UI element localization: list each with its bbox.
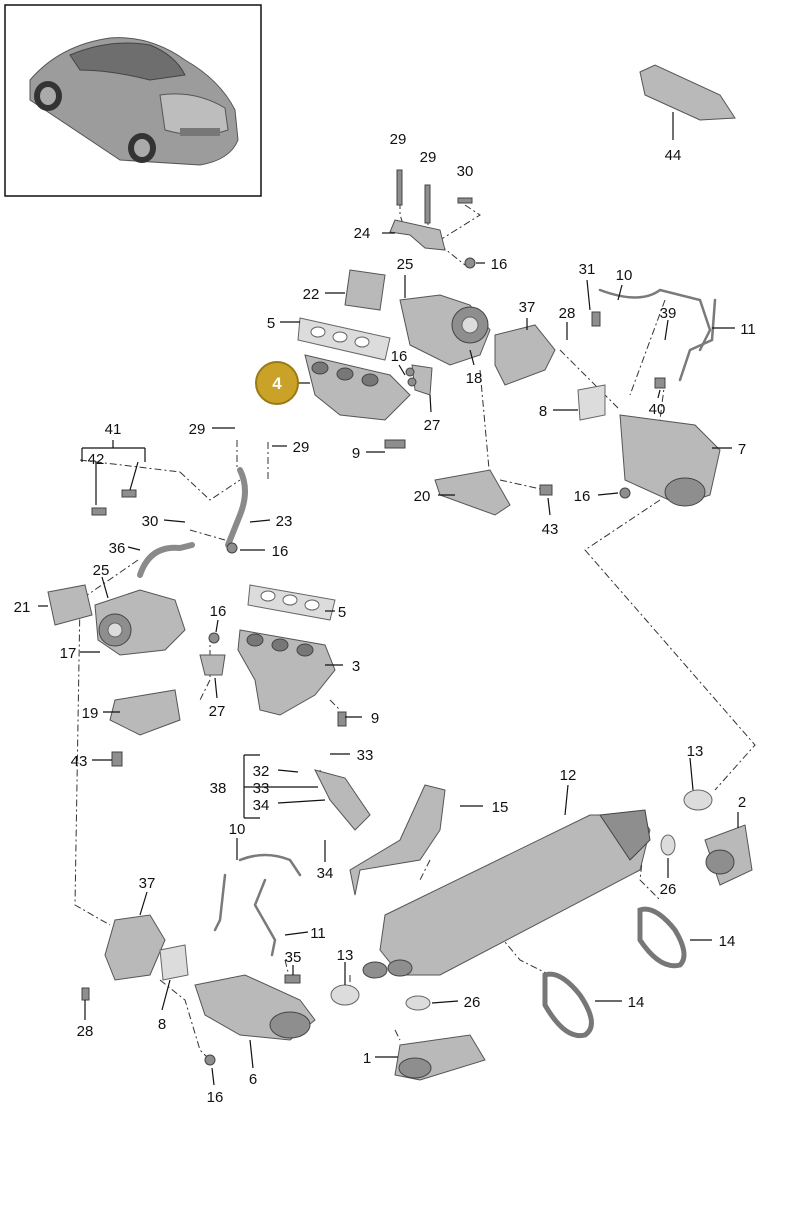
part-20 bbox=[434, 469, 511, 516]
callout-34[interactable]: 34 bbox=[317, 865, 334, 882]
connection-lines bbox=[74, 172, 756, 1061]
callout-14[interactable]: 14 bbox=[628, 994, 645, 1011]
callout-2[interactable]: 2 bbox=[738, 794, 746, 811]
callout-7[interactable]: 7 bbox=[738, 441, 746, 458]
callout-11[interactable]: 11 bbox=[740, 321, 756, 338]
callout-37[interactable]: 37 bbox=[519, 299, 536, 316]
callout-31[interactable]: 31 bbox=[579, 261, 596, 278]
callout-8[interactable]: 8 bbox=[539, 403, 547, 420]
callout-42[interactable]: 42 bbox=[88, 451, 105, 468]
part-22 bbox=[344, 269, 386, 311]
part-37-lower bbox=[104, 914, 166, 981]
callout-9[interactable]: 9 bbox=[352, 445, 360, 462]
callout-11[interactable]: 11 bbox=[310, 925, 326, 942]
callout-26[interactable]: 26 bbox=[464, 994, 481, 1011]
callout-16[interactable]: 16 bbox=[207, 1089, 224, 1106]
callout-15[interactable]: 15 bbox=[492, 799, 509, 816]
callout-30[interactable]: 30 bbox=[457, 163, 474, 180]
leader-lines bbox=[38, 112, 739, 1086]
callout-39[interactable]: 39 bbox=[660, 305, 677, 322]
callout-29[interactable]: 29 bbox=[189, 421, 206, 438]
callout-1[interactable]: 1 bbox=[363, 1050, 371, 1067]
part-15-bracket bbox=[349, 784, 446, 896]
callout-37[interactable]: 37 bbox=[139, 875, 156, 892]
callout-27[interactable]: 27 bbox=[209, 703, 226, 720]
callout-4: 4 bbox=[272, 374, 282, 393]
part-32-bracket bbox=[314, 769, 371, 831]
part-21 bbox=[47, 584, 93, 626]
callout-17[interactable]: 17 bbox=[60, 645, 77, 662]
callout-28[interactable]: 28 bbox=[77, 1023, 94, 1040]
callout-28[interactable]: 28 bbox=[559, 305, 576, 322]
callout-20[interactable]: 20 bbox=[414, 488, 431, 505]
callout-16[interactable]: 16 bbox=[210, 603, 227, 620]
callout-9[interactable]: 9 bbox=[371, 710, 379, 727]
callout-22[interactable]: 22 bbox=[303, 286, 320, 303]
callout-25[interactable]: 25 bbox=[93, 562, 110, 579]
callout-13[interactable]: 13 bbox=[687, 743, 704, 760]
callout-19[interactable]: 19 bbox=[82, 705, 99, 722]
callout-24[interactable]: 24 bbox=[354, 225, 371, 242]
callout-41[interactable]: 41 bbox=[105, 421, 122, 438]
callout-5[interactable]: 5 bbox=[267, 315, 275, 332]
callout-18[interactable]: 18 bbox=[466, 370, 483, 387]
callout-6[interactable]: 6 bbox=[249, 1071, 257, 1088]
callout-12[interactable]: 12 bbox=[560, 767, 577, 784]
callout-43[interactable]: 43 bbox=[71, 753, 88, 770]
vehicle-thumbnail bbox=[4, 4, 262, 197]
callout-32[interactable]: 32 bbox=[253, 763, 270, 780]
callout-16[interactable]: 16 bbox=[491, 256, 508, 273]
part-24 bbox=[389, 219, 446, 251]
callout-33[interactable]: 33 bbox=[253, 780, 270, 797]
callout-labels: 44 29 29 30 24 16 25 22 5 37 28 31 10 39… bbox=[14, 131, 756, 1106]
callout-33[interactable]: 33 bbox=[357, 747, 374, 764]
callout-26[interactable]: 26 bbox=[660, 881, 677, 898]
car-icon bbox=[29, 37, 239, 166]
callout-27[interactable]: 27 bbox=[424, 417, 441, 434]
callout-29[interactable]: 29 bbox=[390, 131, 407, 148]
callout-21[interactable]: 21 bbox=[14, 599, 31, 616]
callout-16[interactable]: 16 bbox=[574, 488, 591, 505]
callout-35[interactable]: 35 bbox=[285, 949, 302, 966]
part-44 bbox=[639, 64, 736, 121]
part-19 bbox=[109, 689, 181, 736]
callout-3[interactable]: 3 bbox=[352, 658, 360, 675]
callout-16[interactable]: 16 bbox=[391, 348, 408, 365]
highlight-callout-4[interactable]: 4 bbox=[255, 361, 299, 405]
callout-40[interactable]: 40 bbox=[649, 401, 666, 418]
callout-16[interactable]: 16 bbox=[272, 543, 289, 560]
callout-10[interactable]: 10 bbox=[616, 267, 633, 284]
callout-38[interactable]: 38 bbox=[210, 780, 227, 797]
callout-5[interactable]: 5 bbox=[338, 604, 346, 621]
callout-30[interactable]: 30 bbox=[142, 513, 159, 530]
parts bbox=[47, 64, 753, 1081]
callout-36[interactable]: 36 bbox=[109, 540, 126, 557]
callout-25[interactable]: 25 bbox=[397, 256, 414, 273]
callout-8[interactable]: 8 bbox=[158, 1016, 166, 1033]
callout-43[interactable]: 43 bbox=[542, 521, 559, 538]
part-37-top bbox=[494, 324, 556, 386]
callout-23[interactable]: 23 bbox=[276, 513, 293, 530]
callout-13[interactable]: 13 bbox=[337, 947, 354, 964]
callout-10[interactable]: 10 bbox=[229, 821, 246, 838]
callout-44[interactable]: 44 bbox=[665, 147, 682, 164]
callout-34[interactable]: 34 bbox=[253, 797, 270, 814]
callout-29[interactable]: 29 bbox=[293, 439, 310, 456]
callout-29[interactable]: 29 bbox=[420, 149, 437, 166]
part-4-manifold bbox=[304, 354, 411, 421]
callout-14[interactable]: 14 bbox=[719, 933, 736, 950]
